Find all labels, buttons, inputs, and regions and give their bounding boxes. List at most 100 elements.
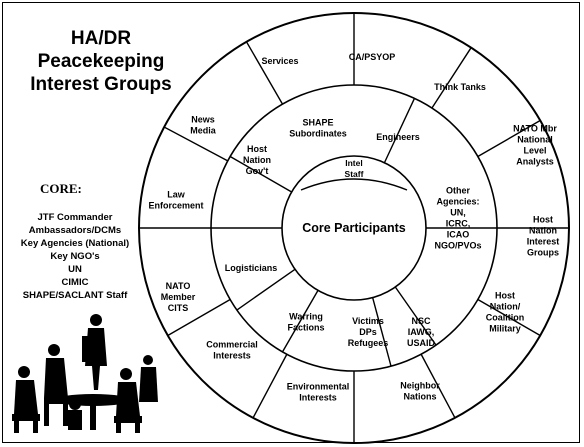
inner-segment-label-line: Subordinates [289, 129, 347, 139]
outer-segment-label-line: Interest [527, 237, 560, 247]
center-label: Core Participants [302, 221, 406, 235]
core-heading: CORE: [40, 181, 82, 196]
outer-segment-label-line: Commercial [206, 340, 258, 350]
inner-spoke [236, 268, 296, 311]
outer-segment-label-line: Nation [529, 226, 557, 236]
inner-segment-label-line: Engineers [376, 132, 420, 142]
outer-segment-label-line: CA/PSYOP [349, 52, 396, 62]
outer-segment-label-line: Neighbor [400, 381, 440, 391]
outer-segment-label-line: Enforcement [148, 201, 203, 211]
inner-spoke [371, 297, 392, 367]
outer-segment-label-line: Coalition [486, 313, 525, 323]
core-item: Key Agencies (National) [20, 238, 130, 249]
wheel-spokes [139, 13, 569, 443]
inner-segment-label-line: Refugees [348, 338, 389, 348]
inner-segment-label-line: Nation [243, 155, 271, 165]
outer-segment-label-line: Host [533, 215, 553, 225]
inner-spoke [229, 155, 292, 193]
core-item: SHAPE/SACLANT Staff [22, 290, 128, 301]
table-leg [90, 404, 96, 430]
slide-title: HA/DR Peacekeeping Interest Groups [12, 28, 190, 96]
outer-spoke [420, 353, 456, 419]
outer-segment-label-line: Analysts [516, 157, 554, 167]
outer-segment-label-line: Member [161, 292, 196, 302]
meeting-people-clipart [12, 314, 158, 433]
inner-segment-label-line: DPs [359, 327, 377, 337]
outer-segment-label-line: NATO [166, 281, 191, 291]
outer-spoke [167, 298, 231, 337]
outer-segment-label-line: News [191, 115, 215, 125]
inner-segment-label-line: NSC [411, 316, 431, 326]
outer-segment-label-line: National [517, 135, 553, 145]
outer-spoke [245, 41, 284, 105]
inner-segment-label-line: Agencies: [436, 197, 479, 207]
inner-segment-label-line: NGO/PVOs [434, 241, 481, 251]
inner-segment-label-line: Host [247, 144, 267, 154]
slide-frame [2, 2, 580, 443]
inner-spoke [383, 98, 416, 164]
intel-staff-line: Staff [345, 169, 364, 179]
inner-segment-label-line: IAWG, [408, 327, 435, 337]
core-item: JTF Commander [37, 212, 113, 223]
core-item: CIMIC [61, 277, 89, 288]
inner-segment-label-line: Logisticians [225, 263, 278, 273]
inner-segment-logisticians: Logisticians [225, 263, 278, 273]
outer-segment-label-line: Environmental [287, 382, 350, 392]
outer-segment-label-line: Interests [299, 393, 337, 403]
outer-segment-services: Services [261, 56, 298, 66]
outer-spoke [252, 353, 288, 419]
inner-segment-label-line: Victims [352, 316, 384, 326]
inner-segment-label-line: SHAPE [302, 118, 333, 128]
core-list: JTF Commander Ambassadors/DCMs Key Agenc… [2, 211, 148, 302]
title-line-2: Peacekeeping [37, 50, 165, 72]
core-item: UN [68, 264, 82, 275]
inner-spoke [394, 286, 437, 346]
inner-spoke [281, 290, 319, 353]
inner-segment-label-line: UN, [450, 208, 466, 218]
outer-segment-label-line: Level [523, 146, 546, 156]
outer-segment-ca-psyop: CA/PSYOP [349, 52, 396, 62]
inner-segment-label-line: Gov't [246, 166, 269, 176]
outer-segment-label-line: Media [190, 126, 217, 136]
inner-segment-engineers: Engineers [376, 132, 420, 142]
outer-segment-label-line: CITS [168, 303, 189, 313]
core-item: Ambassadors/DCMs [28, 225, 122, 236]
title-line-1: HA/DR [70, 28, 132, 49]
intel-staff-arc [300, 178, 408, 191]
inner-segment-label-line: Other [446, 186, 471, 196]
inner-segment-label-line: USAID [407, 338, 436, 348]
outer-segment-label-line: Law [167, 190, 186, 200]
outer-spoke [163, 126, 229, 162]
outer-spoke [431, 47, 472, 109]
outer-segment-think-tanks: Think Tanks [434, 82, 486, 92]
intel-staff-line: Intel [345, 158, 362, 168]
outer-segment-label-line: Think Tanks [434, 82, 486, 92]
inner-segment-label-line: ICRC, [446, 219, 471, 229]
inner-segment-label-line: Factions [287, 323, 324, 333]
title-line-3: Interest Groups [30, 73, 172, 95]
inner-segment-label-line: Warring [289, 312, 323, 322]
outer-segment-label-line: Host [495, 291, 515, 301]
outer-segment-label-line: Services [261, 56, 298, 66]
outer-segment-label-line: Military [489, 324, 521, 334]
outer-segment-label-line: Interests [213, 351, 251, 361]
